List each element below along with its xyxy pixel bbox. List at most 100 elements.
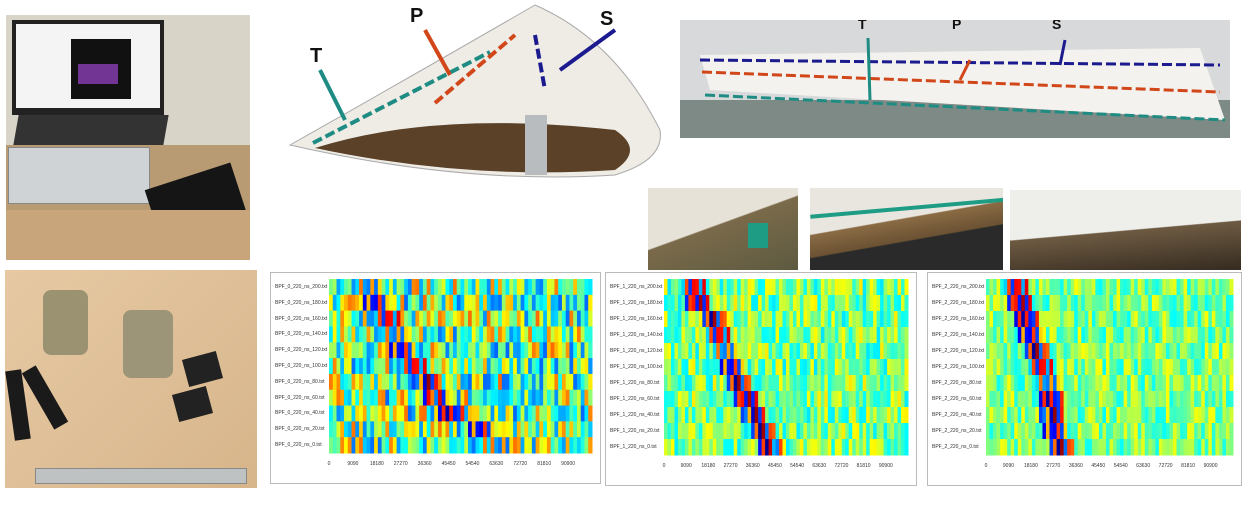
heatmap-cell [719, 439, 724, 456]
heatmap-cell [464, 373, 469, 391]
heatmap-cell [806, 359, 811, 376]
heatmap-cell [543, 279, 548, 296]
heatmap-cell [1109, 343, 1114, 360]
heatmap-cell [869, 407, 874, 424]
heatmap-cell [535, 405, 540, 422]
heatmap-cell [897, 327, 902, 344]
heatmap-cell [377, 342, 383, 359]
heatmap-cell [824, 295, 829, 312]
x-tick-label: 36360 [745, 463, 760, 469]
heatmap-row [986, 279, 1234, 296]
heatmap-row [986, 423, 1234, 440]
heatmap-cell [1158, 311, 1163, 328]
heatmap-cell [733, 279, 738, 296]
heatmap-cell [1169, 327, 1174, 344]
heatmap-cell [509, 437, 514, 454]
heatmap-cell [449, 358, 454, 375]
heatmap-cell [569, 310, 574, 327]
heatmap-cell [347, 310, 353, 327]
heatmap-cell [986, 359, 991, 376]
heatmap-cell [904, 423, 909, 440]
heatmap-cell [1091, 423, 1096, 440]
heatmap-cell [535, 373, 540, 391]
heatmap-cell [803, 359, 808, 376]
heatmap-cell [509, 310, 514, 327]
heatmap-cell [524, 326, 529, 343]
heatmap-cell [1077, 295, 1082, 312]
heatmap-cell [876, 327, 881, 344]
heatmap-cell [419, 358, 424, 375]
heatmap-cell [862, 391, 867, 408]
heatmap-cell [670, 279, 675, 296]
heatmap-cell [1088, 423, 1093, 440]
heatmap-cell [782, 407, 787, 424]
heatmap-cell [565, 437, 570, 454]
heatmap-cell [1176, 279, 1181, 296]
heatmap-cell [1070, 311, 1075, 328]
heatmap-cell [1074, 279, 1079, 296]
heatmap-cell [1031, 391, 1036, 408]
heatmap-cell [862, 343, 867, 360]
heatmap-cell [719, 327, 724, 344]
heatmap-cell [747, 279, 752, 296]
heatmap-cell [702, 407, 707, 424]
heatmap-cell [1045, 439, 1051, 456]
heatmap-cell [866, 407, 871, 424]
heatmap-cell [550, 279, 555, 296]
heatmap-cell [404, 389, 409, 407]
heatmap-cell [588, 389, 593, 407]
heatmap-cell [370, 342, 375, 359]
heatmap-cell [441, 358, 446, 375]
heatmap-cell [419, 294, 424, 312]
heatmap-cell [437, 358, 443, 375]
heatmap-cell [1141, 407, 1146, 424]
heatmap-cell [449, 279, 454, 296]
heatmap-cell [565, 405, 570, 422]
heatmap-cell [803, 279, 808, 296]
heatmap-cell [366, 405, 371, 422]
heatmap-cell [351, 421, 356, 438]
heatmap-row [329, 405, 593, 422]
heatmap-cell [772, 295, 777, 312]
row-label: BPF_1_220_ns_160.txt [610, 316, 663, 322]
heatmap-cell [827, 359, 832, 376]
heatmap-cell [779, 279, 784, 296]
heatmap-row [986, 359, 1234, 376]
heatmap-cell [989, 375, 994, 392]
heatmap-cell [782, 423, 787, 440]
heatmap-cell [866, 391, 871, 408]
heatmap-cell [792, 423, 797, 440]
heatmap-cell [505, 294, 510, 312]
heatmap-cell [880, 423, 885, 440]
heatmap-cell [486, 294, 492, 312]
heatmap-cell [584, 421, 589, 438]
heatmap-cell [400, 358, 405, 375]
heatmap-cell [986, 375, 991, 392]
heatmap-cell [873, 311, 878, 328]
heatmap-cell [1197, 423, 1202, 440]
heatmap-cell [989, 279, 994, 296]
heatmap-cell [1045, 279, 1051, 296]
heatmap-cell [765, 343, 770, 360]
heatmap-cell [1024, 359, 1029, 376]
heatmap-cell [479, 373, 484, 391]
heatmap-cell [1144, 327, 1149, 344]
heatmap-cell [859, 359, 864, 376]
heatmap-cell [1204, 327, 1209, 344]
heatmap-cell [684, 295, 689, 312]
heatmap-cell [1095, 327, 1100, 344]
heatmap-cell [404, 279, 409, 296]
heatmap-cell [1225, 439, 1230, 456]
heatmap-cell [505, 389, 510, 407]
heatmap-cell [1151, 407, 1156, 424]
laptop-keyboard [13, 115, 169, 145]
heatmap-cell [768, 359, 773, 376]
heatmap-cell [677, 423, 682, 440]
heatmap-cell [498, 405, 503, 422]
heatmap-cell [479, 326, 484, 343]
row-label: BPF_2_220_ns_200.txt [932, 284, 985, 290]
heatmap-cell [779, 375, 784, 392]
heatmap-cell [362, 421, 368, 438]
heatmap-cell [569, 279, 574, 296]
heatmap-cell [989, 423, 994, 440]
